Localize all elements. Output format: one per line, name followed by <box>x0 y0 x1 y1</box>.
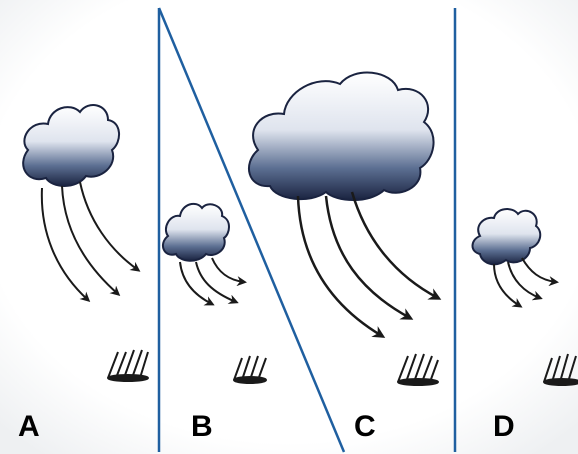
cloud-icon <box>161 202 230 262</box>
grass-tuft-icon <box>397 353 439 386</box>
grass-tuft-icon <box>543 353 578 386</box>
panel-label-a: A <box>18 410 40 443</box>
divider-line <box>157 7 346 453</box>
panel-label-c: C <box>354 410 376 443</box>
grass-tuft-icon <box>233 355 267 384</box>
cloud-icon <box>471 208 542 266</box>
rain-arrow-icon <box>179 257 247 306</box>
rain-arrow-icon <box>296 191 442 338</box>
panel-label-b: B <box>191 410 213 443</box>
rain-arrow-icon <box>40 181 141 303</box>
panel-label-d: D <box>493 410 515 443</box>
rain-arrow-icon <box>493 257 559 308</box>
cloud-icon <box>22 104 120 187</box>
cloud-icon <box>248 71 435 201</box>
grass-tuft-icon <box>107 349 149 382</box>
